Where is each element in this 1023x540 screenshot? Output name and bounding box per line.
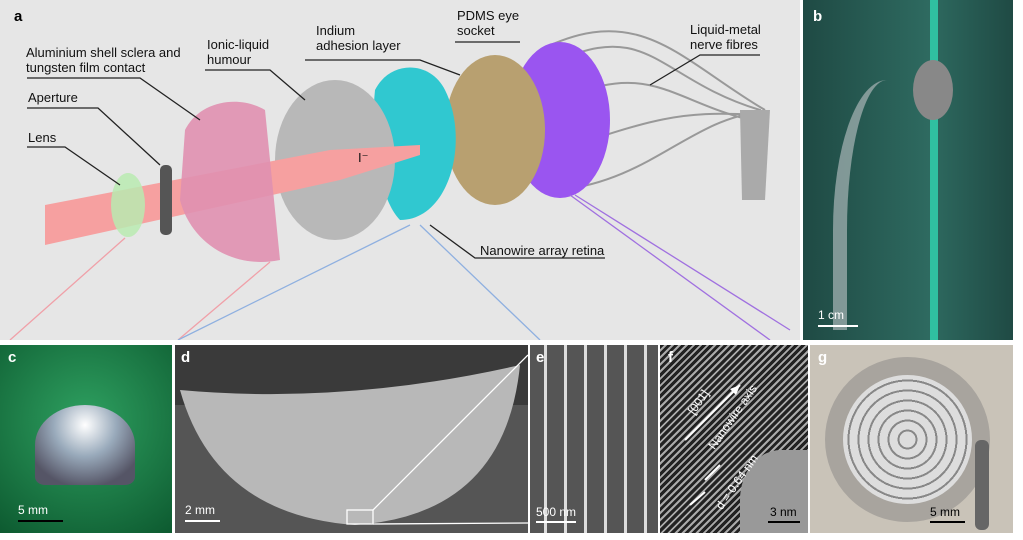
panel-d-sem: d 2 mm bbox=[175, 345, 528, 533]
aperture-label: Aperture bbox=[28, 90, 78, 105]
sclera-shell bbox=[180, 101, 280, 262]
scale-bar bbox=[768, 521, 800, 523]
scale-bar bbox=[185, 520, 220, 522]
scale-label: 5 mm bbox=[930, 505, 960, 519]
amorphous-region bbox=[740, 450, 808, 533]
aperture-ring bbox=[160, 165, 172, 235]
nerve-fibres-photo bbox=[833, 80, 923, 330]
label-line: Ionic-liquid bbox=[207, 37, 270, 52]
scale-bar bbox=[930, 521, 965, 523]
label-line: Aluminium shell sclera and bbox=[26, 45, 181, 60]
scale-bar bbox=[818, 325, 858, 327]
panel-letter: f bbox=[668, 349, 673, 366]
panel-letter: e bbox=[536, 349, 545, 366]
indium-layer bbox=[445, 55, 545, 205]
label-line: nerve fibres bbox=[690, 37, 758, 52]
panel-letter: b bbox=[813, 8, 823, 25]
iodide-label: I⁻ bbox=[358, 150, 369, 165]
lens-label: Lens bbox=[28, 130, 57, 145]
leader-lines bbox=[27, 41, 760, 259]
label-line: socket bbox=[457, 23, 495, 38]
scale-bar bbox=[536, 521, 576, 523]
panel-letter: g bbox=[818, 349, 828, 366]
eye-schematic bbox=[9, 30, 791, 340]
panel-f-tem: f [001] Nanowire axis d = 0.64 nm 3 nm bbox=[660, 345, 808, 533]
panel-c-photo: c 5 mm bbox=[0, 345, 172, 533]
label-line: adhesion layer bbox=[316, 38, 401, 53]
scale-label: 2 mm bbox=[185, 503, 215, 517]
scale-label: 1 cm bbox=[818, 308, 845, 322]
label-line: humour bbox=[207, 52, 252, 67]
axis-arrows bbox=[684, 384, 741, 506]
nanowire-retina bbox=[373, 67, 456, 220]
hemisphere-sem bbox=[175, 345, 528, 525]
panel-e-sem: e 500 nm bbox=[530, 345, 658, 533]
label-line: Liquid-metal bbox=[690, 22, 761, 37]
label-line: Indium bbox=[316, 23, 356, 38]
scale-bar bbox=[18, 520, 63, 522]
retina-label: Nanowire array retina bbox=[480, 243, 605, 258]
panel-letter: d bbox=[181, 349, 191, 366]
glass-plate bbox=[930, 0, 938, 340]
panel-g-photo: g 5 mm bbox=[810, 345, 1013, 533]
panel-letter: a bbox=[14, 8, 23, 25]
panel-b-photo: b 1 cm bbox=[803, 0, 1013, 340]
scale-label: 500 nm bbox=[536, 505, 577, 519]
tweezers bbox=[975, 440, 989, 530]
label-line: tungsten film contact bbox=[26, 60, 146, 75]
scale-label: 5 mm bbox=[18, 503, 48, 517]
eye-dome bbox=[35, 405, 135, 485]
lens bbox=[111, 173, 145, 237]
label-line: PDMS eye bbox=[457, 8, 520, 23]
socket-ring bbox=[825, 357, 990, 522]
panel-letter: c bbox=[8, 349, 17, 366]
link-lines bbox=[9, 194, 791, 340]
scale-label: 3 nm bbox=[770, 505, 797, 519]
nerve-bundle bbox=[740, 110, 770, 200]
